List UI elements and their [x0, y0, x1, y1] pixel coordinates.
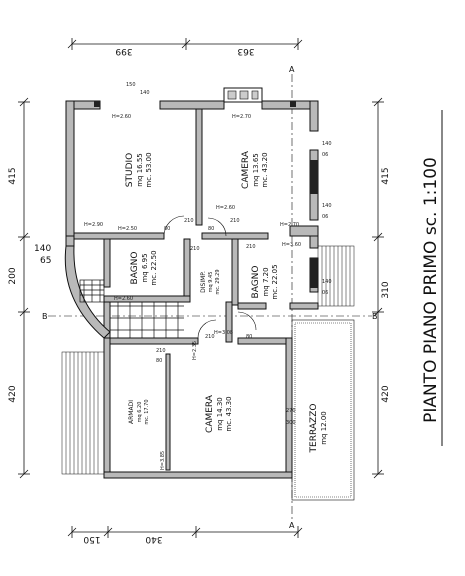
door-210-a: 210 — [184, 218, 194, 224]
room-camera-bottom-mq: mq 14.30 — [216, 397, 224, 431]
room-bagno-left-mc: mc. 22.50 — [150, 250, 158, 285]
room-disimp-name: DISIMP. — [200, 271, 207, 293]
height-7: H=3.60 — [282, 242, 301, 248]
staircase — [79, 279, 184, 338]
room-studio-name: STUDIO — [125, 153, 135, 187]
opening-06-a: 06 — [322, 152, 328, 158]
dimension-lines — [18, 38, 384, 538]
section-b-left: B — [42, 312, 48, 321]
opening-140-a: 140 — [322, 141, 332, 147]
height-4: H=2.60 — [216, 205, 235, 211]
dim-right-2: 310 — [381, 281, 391, 298]
dim-bottom-mid: 340 — [145, 534, 162, 544]
door-80-d: 80 — [156, 358, 162, 364]
door-300: 300 — [286, 420, 296, 426]
height-10: H=2.35 — [192, 341, 198, 360]
section-a-top: A — [289, 65, 295, 74]
dim-left-65: 65 — [40, 256, 51, 266]
room-studio-mc: mc. 53.00 — [145, 152, 153, 187]
top-small-a: 150 — [126, 82, 136, 88]
windows — [94, 101, 318, 288]
dim-left-140: 140 — [34, 244, 51, 254]
room-camera-bottom-name: CAMERA — [205, 394, 215, 433]
room-camera-top-mc: mc. 43.20 — [261, 152, 269, 187]
dim-bottom-left: 150 — [83, 534, 100, 544]
door-210-e: 210 — [205, 334, 215, 340]
room-camera-bottom-mc: mc. 43.30 — [225, 396, 233, 431]
height-5: H=2.90 — [84, 222, 103, 228]
room-armadi-name: ARMADI — [128, 400, 135, 424]
door-210-f: 210 — [156, 348, 166, 354]
plan-title: PIANTO PIANO PRIMO sc. 1:100 — [421, 157, 441, 423]
room-terrazzo-mq: mq 12.00 — [320, 411, 328, 445]
height-2: H=2.70 — [232, 114, 251, 120]
height-6: H=2.70 — [280, 222, 299, 228]
height-1: H=2.60 — [112, 114, 131, 120]
room-bagno-left-mq: mq 6.95 — [141, 253, 149, 282]
balcony-right — [317, 245, 355, 307]
room-bagno-right-name: BAGNO — [251, 266, 261, 299]
top-small-b: 140 — [140, 90, 150, 96]
balcony-left — [61, 351, 105, 475]
height-9: H=3.08 — [214, 330, 233, 336]
dim-left-3: 420 — [8, 385, 18, 402]
room-camera-top-mq: mq 13.65 — [252, 153, 260, 187]
opening-06-c: 06 — [322, 290, 328, 296]
door-210-d: 210 — [246, 244, 256, 250]
door-swings — [163, 215, 257, 339]
door-270: 270 — [286, 408, 296, 414]
room-camera-top-name: CAMERA — [241, 150, 251, 189]
opening-140-c: 140 — [322, 279, 332, 285]
dim-right-1: 415 — [381, 167, 391, 184]
terrazzo-railing — [291, 319, 355, 501]
door-210-b: 210 — [230, 218, 240, 224]
section-a-bottom: A — [289, 521, 295, 530]
curved-stair-wall — [64, 245, 111, 339]
room-terrazzo-name: TERRAZZO — [309, 404, 319, 454]
room-bagno-left-name: BAGNO — [130, 252, 140, 285]
dim-right-3: 420 — [381, 385, 391, 402]
room-bagno-right-mq: mq 7.20 — [262, 267, 270, 296]
room-armadi-mq: mq 6.20 — [137, 402, 143, 423]
dim-left-1: 415 — [8, 167, 18, 184]
door-80-c: 80 — [246, 334, 252, 340]
opening-06-b: 06 — [322, 214, 328, 220]
room-studio-mq: mq 16.55 — [136, 153, 144, 187]
door-80-b: 80 — [208, 226, 214, 232]
height-3: H=2.50 — [118, 226, 137, 232]
height-8: H=2.60 — [114, 296, 133, 302]
dim-top-right: 363 — [237, 46, 254, 56]
room-armadi-mc: mc. 17.70 — [144, 399, 150, 424]
dim-top-left: 399 — [115, 46, 132, 56]
room-bagno-right-mc: mc. 22.05 — [271, 264, 279, 299]
door-80-a: 80 — [164, 226, 170, 232]
room-disimp-mq: mq 9.45 — [208, 272, 214, 293]
opening-140-b: 140 — [322, 203, 332, 209]
section-b-right: B — [372, 312, 378, 321]
door-210-c: 210 — [190, 246, 200, 252]
room-disimp-mc: mc. 29.29 — [215, 269, 221, 294]
height-11: H=3.85 — [160, 451, 166, 470]
dim-left-2: 200 — [8, 267, 18, 284]
